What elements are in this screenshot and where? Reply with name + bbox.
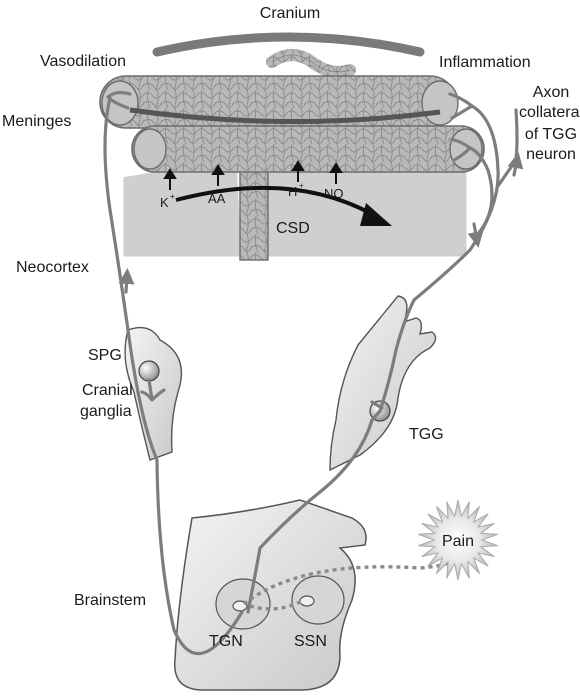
svg-text:H: H [288, 184, 297, 199]
svg-text:collateral: collateral [519, 104, 580, 121]
pain-burst [418, 499, 498, 581]
label-ssn: SSN [294, 633, 327, 650]
svg-text:neuron: neuron [526, 146, 576, 163]
ion-label-aa: AA [208, 191, 226, 206]
spg-ganglion [124, 326, 183, 461]
tgg-ganglion [329, 295, 437, 472]
label-pain: Pain [442, 533, 474, 550]
label-vasodilation: Vasodilation [40, 53, 126, 70]
label-tgg: TGG [409, 426, 444, 443]
ion-label-no: NO [324, 186, 344, 201]
label-inflammation: Inflammation [439, 54, 531, 71]
label-tgn: TGN [209, 633, 243, 650]
ion-label-k: K + [160, 192, 175, 210]
brainstem-shape [173, 499, 367, 691]
label-neocortex: Neocortex [16, 259, 89, 276]
nerve-pathways [103, 90, 524, 656]
label-axon-collateral: Axon collateral of TGG neuron [519, 84, 580, 163]
cranium-bone [152, 32, 425, 57]
upper-meningeal-vessel [99, 49, 459, 129]
pain-pathway-dotted [242, 554, 464, 611]
label-csd: CSD [276, 220, 310, 237]
svg-text:+: + [299, 181, 304, 190]
label-cranium: Cranium [260, 5, 320, 22]
label-brainstem: Brainstem [74, 592, 146, 609]
svg-text:of TGG: of TGG [525, 126, 577, 143]
lower-meningeal-vessel [131, 125, 485, 261]
svg-text:Cranial: Cranial [82, 382, 133, 399]
label-meninges: Meninges [2, 113, 71, 130]
ion-arrows [163, 160, 343, 190]
label-spg: SPG [88, 347, 122, 364]
ion-label-h: H + [288, 181, 304, 199]
label-cranial-ganglia: Cranial ganglia [80, 382, 133, 420]
svg-text:ganglia: ganglia [80, 403, 132, 420]
csd-wave-arrow [175, 185, 392, 226]
svg-text:K: K [160, 195, 169, 210]
svg-text:+: + [170, 192, 175, 201]
svg-text:Axon: Axon [533, 84, 569, 101]
